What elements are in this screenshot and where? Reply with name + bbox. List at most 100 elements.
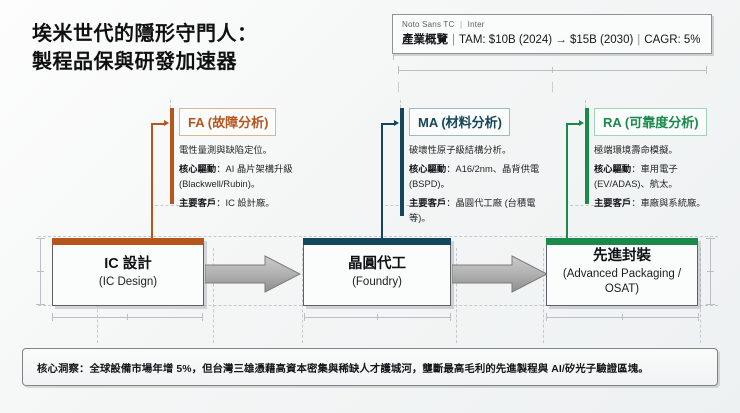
dimension-mark — [36, 304, 45, 305]
callout-ma[interactable]: MA (材料分析) 破壞性原子級結構分析。 核心驅動：A16/2nm、晶背供電 … — [400, 108, 552, 230]
dimension-mark — [706, 304, 715, 305]
connector-vertical — [381, 123, 383, 240]
callout-ra-driver-label: 核心驅動 — [594, 164, 632, 175]
process-box-advanced-packaging-title: 先進封裝 — [593, 248, 651, 265]
title-line-1: 埃米世代的隱形守門人： — [32, 23, 258, 45]
guide-line — [385, 205, 425, 206]
guide-line — [213, 248, 214, 343]
dimension-mark — [707, 271, 714, 272]
dimension-mark — [377, 314, 378, 320]
connector-horizontal — [381, 123, 395, 125]
overview-line: 產業概覽|TAM: $10B (2024) → $15B (2030)|CAGR… — [402, 31, 702, 47]
guide-line — [456, 248, 457, 343]
key-insight-text: 核心洞察：全球設備市場年增 5%，但台灣三雄憑藉高資本密集與稀缺人才護城河，壟斷… — [37, 363, 649, 375]
callout-ma-driver-text: ：A16/2nm、晶背供電 (BSPD)。 — [409, 164, 540, 190]
callout-ma-heading: MA (材料分析) — [409, 108, 511, 136]
dimension-mark — [706, 66, 707, 74]
callout-ra-driver: 核心驅動：車用電子 (EV/ADAS)、航太。 — [594, 162, 731, 192]
dimension-mark — [450, 313, 451, 321]
font-separator: | — [459, 20, 463, 29]
callout-fa-driver: 核心驅動：AI 晶片架構升級 (Blackwell/Rubin)。 — [179, 162, 322, 192]
accent-cap-advanced-packaging — [546, 238, 698, 245]
process-box-advanced-packaging-subtitle-line1: (Advanced Packaging / — [562, 268, 682, 281]
callout-ra-driver-text: ：車用電子 (EV/ADAS)、航太。 — [594, 164, 678, 190]
connector-horizontal — [151, 123, 165, 125]
accent-bar-ma — [400, 108, 404, 216]
process-box-foundry-title: 晶圓代工 — [348, 255, 406, 272]
connector-vertical — [151, 123, 153, 240]
process-box-foundry[interactable]: 晶圓代工 (Foundry) — [303, 238, 451, 306]
overview-sep-1: | — [452, 34, 455, 46]
callout-ma-desc: 破壞性原子級結構分析。 — [409, 145, 512, 155]
title-line-2: 製程品保與研發加速器 — [32, 51, 237, 74]
callout-ma-driver-label: 核心驅動 — [409, 164, 447, 175]
process-box-ic-design-subtitle: (IC Design) — [98, 275, 158, 288]
guide-line — [543, 248, 544, 343]
overview-sep-2: | — [637, 34, 641, 46]
callout-fa-heading: FA (故障分析) — [179, 108, 277, 136]
process-box-foundry-subtitle: (Foundry) — [352, 275, 402, 288]
process-box-ic-design[interactable]: IC 設計 (IC Design) — [52, 238, 204, 306]
overview-cagr: CAGR: 5% — [644, 34, 701, 46]
callout-fa-customer: 主要客戶：IC 設計廠。 — [179, 196, 322, 211]
guide-line — [155, 205, 195, 206]
accent-bar-ra — [585, 108, 589, 204]
dimension-mark — [698, 313, 699, 321]
font-primary-name: Noto Sans TC — [402, 20, 455, 29]
dimension-mark — [552, 67, 553, 73]
connector-arrowhead-icon — [164, 120, 169, 126]
dimension-mark — [37, 271, 44, 272]
dimension-mark — [52, 313, 53, 321]
callout-fa-body: 電性量測與缺陷定位。 核心驅動：AI 晶片架構升級 (Blackwell/Rub… — [179, 143, 322, 211]
guide-line — [570, 205, 610, 206]
connector-arrowhead-icon — [579, 120, 584, 126]
accent-cap-ic-design — [52, 238, 204, 245]
font-note: Noto Sans TC | Inter — [402, 20, 702, 29]
callout-ma-body: 破壞性原子級結構分析。 核心驅動：A16/2nm、晶背供電 (BSPD)。 主要… — [409, 143, 552, 226]
callout-ra-heading: RA (可靠度分析) — [594, 108, 707, 136]
font-secondary-name: Inter — [467, 20, 485, 29]
callout-fa-customer-text: ：IC 設計廠。 — [216, 198, 275, 209]
guide-line — [38, 236, 718, 237]
flow-arrow-2-icon — [451, 255, 549, 298]
callout-ra[interactable]: RA (可靠度分析) 極端環境壽命模擬。 核心驅動：車用電子 (EV/ADAS)… — [585, 108, 731, 215]
dimension-mark — [706, 238, 715, 239]
callout-fa-desc: 電性量測與缺陷定位。 — [179, 145, 272, 155]
callout-ra-desc: 極端環境壽命模擬。 — [594, 145, 678, 155]
dimension-mark — [304, 313, 305, 321]
page-title: 埃米世代的隱形守門人： 製程品保與研發加速器 — [32, 20, 372, 77]
overview-label: 產業概覽 — [402, 34, 448, 46]
guide-line — [302, 248, 303, 343]
guide-line — [700, 248, 701, 343]
process-box-advanced-packaging-subtitle-line2: OSAT) — [604, 283, 640, 296]
callout-fa[interactable]: FA (故障分析) 電性量測與缺陷定位。 核心驅動：AI 晶片架構升級 (Bla… — [170, 108, 322, 215]
industry-overview-chip: Noto Sans TC | Inter 產業概覽|TAM: $10B (202… — [392, 14, 712, 54]
callout-fa-driver-label: 核心驅動 — [179, 164, 217, 175]
connector-vertical — [566, 123, 568, 240]
dimension-mark — [398, 66, 399, 74]
callout-fa-driver-text: ：AI 晶片架構升級 (Blackwell/Rubin)。 — [179, 164, 293, 190]
dimension-mark — [36, 238, 45, 239]
callout-ra-customer-text: ：車廠與系統廠。 — [631, 198, 706, 209]
callout-ra-customer: 主要客戶：車廠與系統廠。 — [594, 196, 731, 211]
overview-tam: TAM: $10B (2024) → $15B (2030) — [459, 34, 634, 46]
process-box-advanced-packaging[interactable]: 先進封裝 (Advanced Packaging / OSAT) — [546, 238, 698, 306]
guide-line — [398, 82, 399, 92]
dimension-mark — [546, 313, 547, 321]
callout-ma-driver: 核心驅動：A16/2nm、晶背供電 (BSPD)。 — [409, 162, 552, 192]
accent-cap-foundry — [303, 238, 451, 245]
guide-line — [552, 82, 553, 92]
callout-ra-body: 極端環境壽命模擬。 核心驅動：車用電子 (EV/ADAS)、航太。 主要客戶：車… — [594, 143, 731, 211]
connector-arrowhead-icon — [394, 120, 399, 126]
connector-horizontal — [566, 123, 580, 125]
key-insight-bar: 核心洞察：全球設備市場年增 5%，但台灣三雄憑藉高資本密集與稀缺人才護城河，壟斷… — [22, 348, 718, 386]
process-box-ic-design-title: IC 設計 — [104, 255, 152, 272]
callout-ma-customer-text: ：晶圓代工廠 (台積電等)。 — [409, 198, 536, 224]
callout-ra-customer-label: 主要客戶 — [594, 198, 632, 209]
dimension-mark — [127, 314, 128, 320]
dimension-mark — [622, 314, 623, 320]
dimension-mark — [202, 313, 203, 321]
flow-arrow-1-icon — [204, 255, 302, 298]
callout-ma-customer: 主要客戶：晶圓代工廠 (台積電等)。 — [409, 196, 552, 226]
